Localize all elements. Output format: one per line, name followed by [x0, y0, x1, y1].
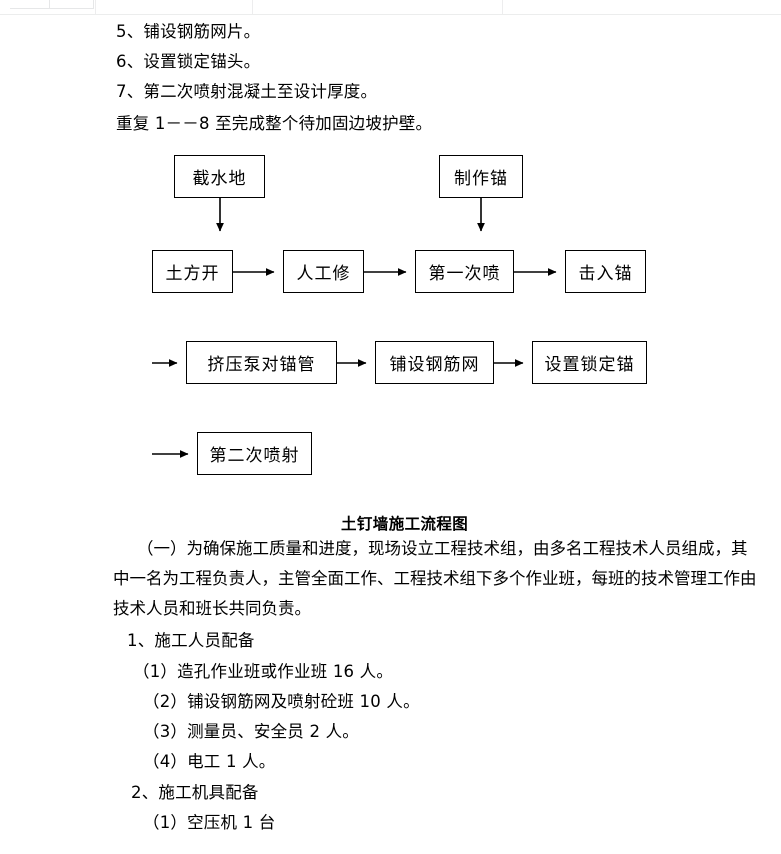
toolbar-cell-1: [10, 0, 50, 9]
flow-node-jieshuidi: 截水地: [174, 155, 265, 198]
toolbar-cell-2: [50, 0, 94, 9]
step-line: 重复 1－－8 至完成整个待加固边坡护壁。: [116, 114, 433, 133]
paragraph-line: 技术人员和班长共同负责。: [113, 599, 311, 618]
flowchart: 截水地 制作锚 土方开 人工修 第一次喷 击入锚 挤压泵对锚管 铺设钢筋网 设置…: [0, 15, 781, 854]
toolbar-divider-3: [502, 0, 503, 14]
step-line: 7、第二次喷射混凝土至设计厚度。: [116, 82, 378, 101]
list-item: （4）电工 1 人。: [143, 752, 276, 771]
figure-caption: 土钉墙施工流程图: [341, 515, 469, 533]
step-line: 5、铺设钢筋网片。: [116, 22, 261, 41]
list-item: （2）铺设钢筋网及喷射砼班 10 人。: [143, 692, 420, 711]
document-page: 5、铺设钢筋网片。 6、设置锁定锚头。 7、第二次喷射混凝土至设计厚度。 重复 …: [0, 15, 781, 839]
flow-node-jiyabeng: 挤压泵对锚管: [186, 341, 337, 384]
list-item: （3）测量员、安全员 2 人。: [143, 722, 359, 741]
step-line: 6、设置锁定锚头。: [116, 52, 261, 71]
flow-node-shezhisuodingmao: 设置锁定锚: [532, 341, 647, 384]
top-toolbar-strip: [0, 0, 781, 15]
list-item: 2、施工机具配备: [131, 783, 259, 802]
flow-node-pushegangjinwang: 铺设钢筋网: [375, 341, 494, 384]
flow-node-zhizuomao: 制作锚: [439, 155, 523, 198]
flow-node-diercipenshe: 第二次喷射: [197, 432, 312, 475]
flow-node-tufangkai: 土方开: [152, 250, 233, 293]
paragraph-line: 中一名为工程负责人，主管全面工作、工程技术组下多个作业班，每班的技术管理工作由: [113, 569, 757, 588]
flow-node-diyicipen: 第一次喷: [415, 250, 514, 293]
list-item: 1、施工人员配备: [127, 631, 255, 650]
list-item: （1）造孔作业班或作业班 16 人。: [133, 662, 394, 681]
flow-node-jirumao: 击入锚: [565, 250, 646, 293]
paragraph-line: （一）为确保施工质量和进度，现场设立工程技术组，由多名工程技术人员组成，其: [137, 539, 748, 558]
flowchart-connectors: [152, 183, 557, 458]
toolbar-divider-2: [252, 0, 253, 14]
list-item: （1）空压机 1 台: [143, 813, 276, 832]
flow-node-rengongxiu: 人工修: [283, 250, 364, 293]
toolbar-divider-1: [95, 0, 96, 14]
